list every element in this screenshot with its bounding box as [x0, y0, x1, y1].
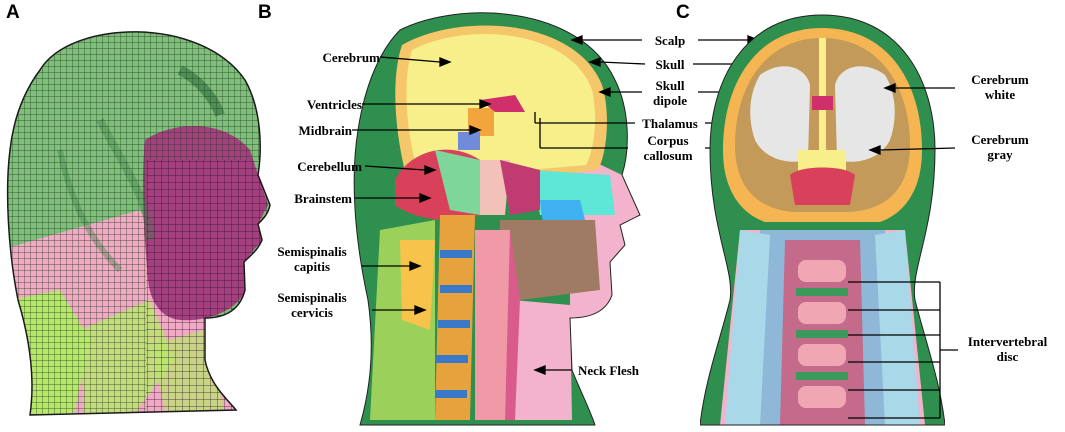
label-skull-dipole: Skull dipole — [653, 78, 687, 108]
label-thalamus: Thalamus — [642, 116, 698, 131]
label-corpus-callosum: Corpus callosum — [643, 133, 693, 163]
label-semispinalis-capitis: Semispinalis capitis — [277, 244, 347, 274]
panel-a-head-mesh — [6, 31, 271, 416]
label-midbrain: Midbrain — [298, 123, 352, 138]
panel-c-coronal-section — [700, 14, 945, 426]
panel-b-sagittal-section — [353, 12, 641, 426]
label-cerebrum-gray: Cerebrum gray — [971, 132, 1029, 162]
label-intervertebral-disc: Intervertebral disc — [967, 334, 1048, 364]
label-scalp: Scalp — [654, 33, 686, 48]
label-semispinalis-cervicis: Semispinalis cervicis — [277, 290, 347, 320]
panel-letter-b: B — [258, 2, 272, 23]
label-brainstem: Brainstem — [294, 191, 352, 206]
panel-letter-a: A — [6, 2, 20, 23]
label-ventricles: Ventricles — [306, 97, 362, 112]
label-cerebellum: Cerebellum — [297, 159, 362, 174]
label-neck-flesh: Neck Flesh — [578, 363, 640, 378]
label-skull: Skull — [655, 57, 685, 72]
label-cerebrum-white: Cerebrum white — [971, 72, 1029, 102]
panel-letter-c: C — [676, 2, 690, 23]
label-cerebrum: Cerebrum — [322, 50, 380, 65]
